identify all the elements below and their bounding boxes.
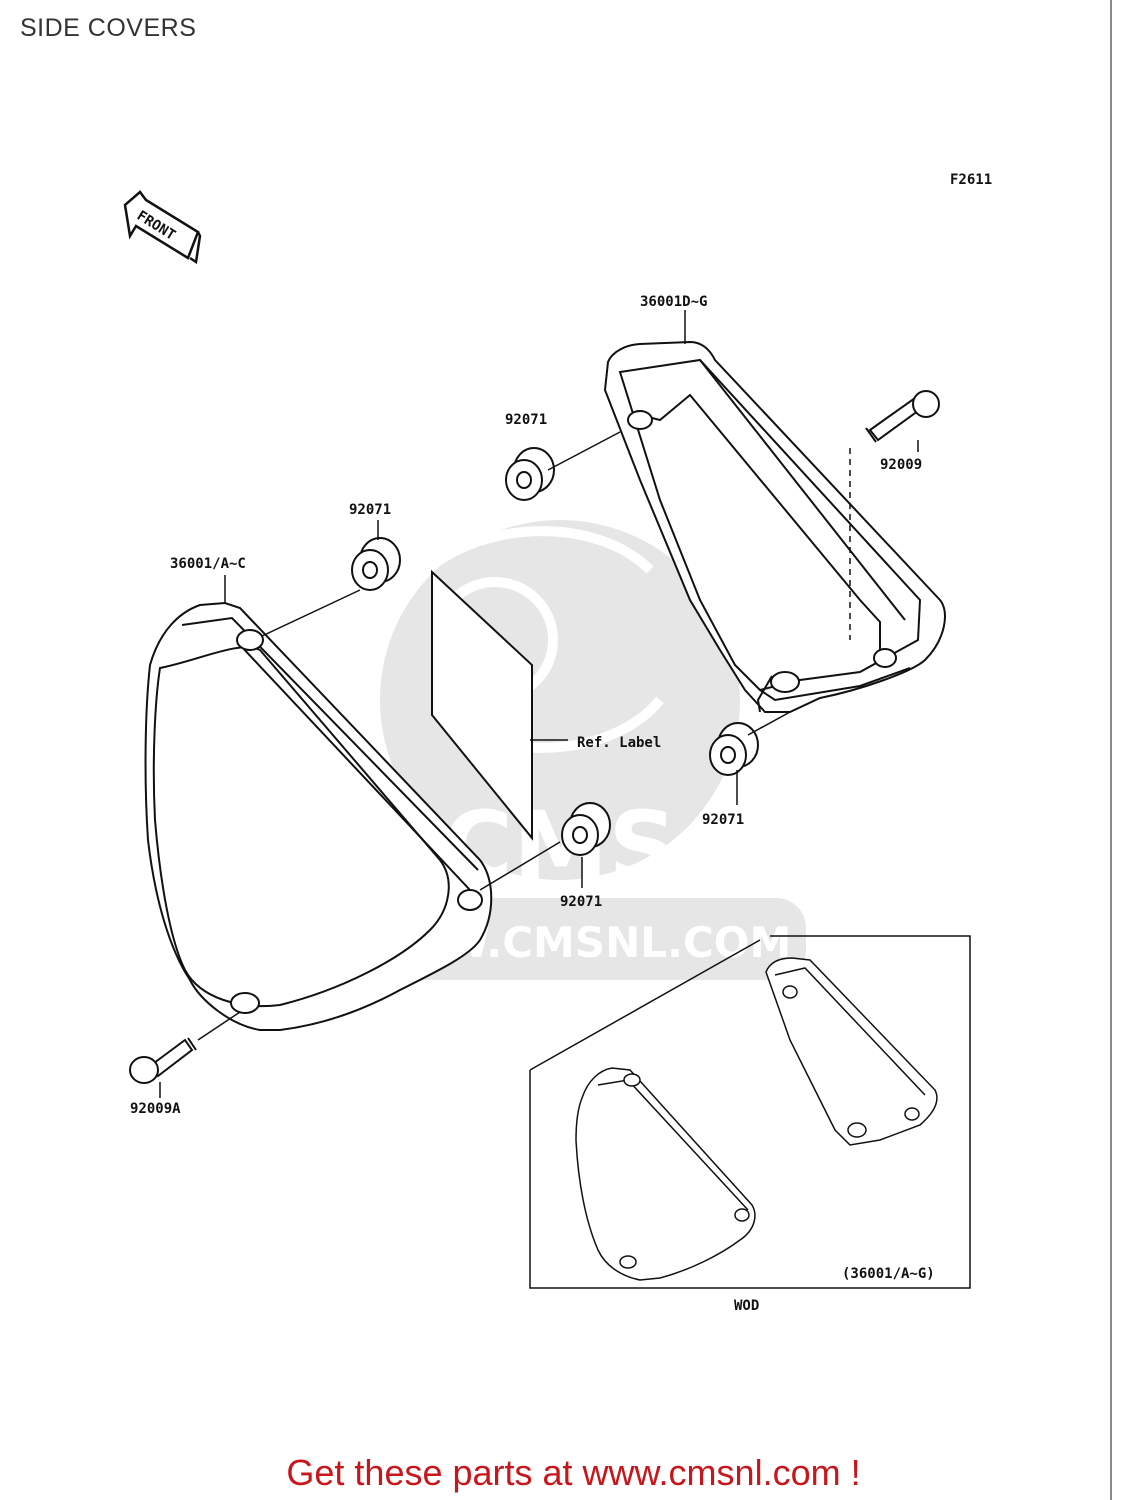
promo-link[interactable]: Get these parts at www.cmsnl.com ! [286,1452,861,1493]
damper-lower-left-icon [561,802,611,856]
page-border-line [1110,0,1112,1500]
part-label-left-cover: 36001/A~C [170,556,246,572]
left-side-cover [144,601,493,1031]
part-label-bolt: 92009 [880,457,922,473]
part-label-right-cover: 36001D~G [640,294,707,310]
part-label-ref-label: Ref. Label [577,735,661,751]
bolt-icon [865,390,940,443]
damper-upper-right-icon [505,447,555,501]
part-label-damper-lower-right: 92071 [702,812,744,828]
inset-right-cover [765,957,938,1146]
damper-lower-right-icon [709,722,759,776]
leader-lines [159,310,919,1098]
inset-left-cover [575,1067,756,1281]
inset-part-range: (36001/A~G) [842,1266,935,1282]
part-label-bolt-a: 92009A [130,1101,181,1117]
bolt-a-icon [129,1037,197,1084]
figure-code: F2611 [950,172,992,188]
part-label-damper-upper-left: 92071 [349,502,391,518]
inset-caption: WOD [734,1298,759,1314]
part-label-damper-lower-left: 92071 [560,894,602,910]
damper-upper-left-icon [351,537,401,591]
part-label-damper-upper-right: 92071 [505,412,547,428]
front-direction-arrow-icon: FRONT [123,190,202,265]
right-side-cover [603,340,946,713]
ref-label-sheet [431,569,533,841]
wod-inset-panel: (36001/A~G) WOD [529,935,971,1314]
page-title: SIDE COVERS [20,14,197,42]
